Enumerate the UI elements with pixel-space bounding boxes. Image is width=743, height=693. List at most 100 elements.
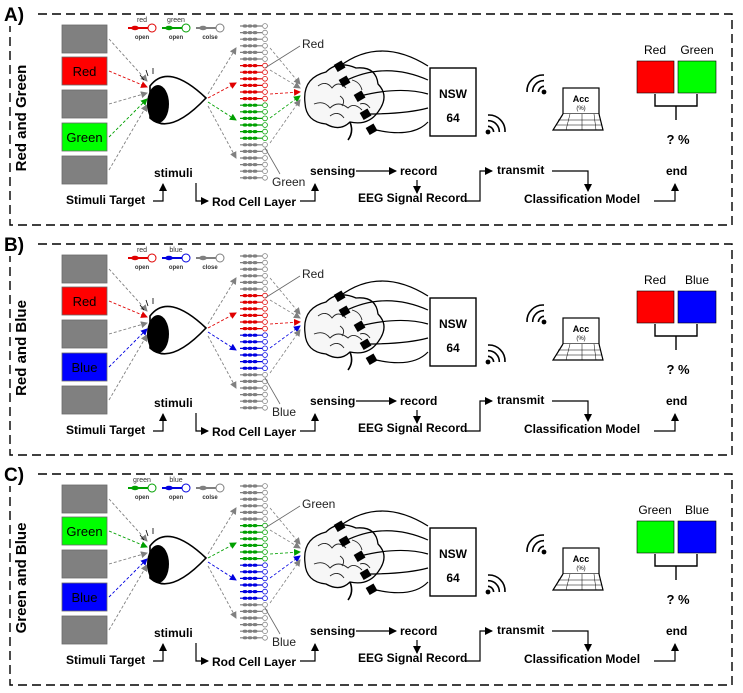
rod-cell (240, 588, 268, 595)
rod-cell (240, 56, 268, 62)
flow-record: record (400, 394, 437, 408)
rod-cell (240, 272, 268, 279)
rod-segment (252, 497, 258, 501)
rod-head (262, 29, 268, 36)
legend-rod-head (147, 483, 157, 493)
rod-head (262, 365, 268, 371)
rod-cell (240, 69, 268, 75)
rod-bottom-label: Green (272, 175, 305, 189)
stimulus-1 (61, 484, 148, 542)
rod-cell (240, 549, 268, 555)
rod-cell (240, 391, 268, 398)
rod-head (262, 95, 268, 102)
eye-to-rod-arrow (207, 335, 237, 389)
rod-cell (240, 575, 268, 582)
result-label-right: Blue (685, 503, 709, 517)
rod-segment (242, 97, 248, 101)
eye-to-rod-arrow (207, 312, 237, 329)
rod-cell (240, 168, 268, 175)
rod-cell (240, 49, 268, 56)
rod-segment (247, 557, 253, 561)
electrode (365, 583, 378, 595)
nsw-box (429, 527, 477, 597)
rod-to-brain-arrow (269, 47, 301, 85)
rod-segment (247, 491, 253, 495)
rod-head (262, 555, 268, 562)
rod-segment (252, 267, 258, 271)
rod-segment (252, 176, 258, 180)
rod-segment (247, 261, 253, 265)
brain-folds (313, 79, 371, 119)
stimulus-label: Red (73, 294, 97, 309)
rod-to-brain-arrow (269, 99, 301, 144)
rod-segment (242, 274, 248, 278)
rod-segment (242, 570, 248, 574)
result-box-right (677, 290, 717, 324)
rod-cell (240, 483, 268, 489)
flow-end: end (666, 624, 687, 638)
brain-outline (304, 294, 385, 359)
rod-to-brain-arrow (269, 329, 301, 374)
rod-head (262, 588, 268, 595)
eye-to-rod-arrow (207, 47, 237, 95)
flow-arrow (153, 643, 167, 662)
brain-stem (347, 351, 353, 371)
rod-head (262, 516, 268, 522)
rod-cell (240, 569, 268, 575)
nsw-label: NSW (439, 317, 468, 331)
flow-arrow (300, 183, 319, 202)
legend-state: open (169, 265, 184, 271)
rod-segment (242, 123, 248, 127)
flow-arrow (552, 170, 592, 192)
eye-to-rod-arrow (207, 101, 237, 121)
rod-segment (242, 616, 248, 620)
rod-segment (242, 307, 248, 311)
eye-to-rod-arrow (207, 105, 237, 159)
rod-cell (240, 279, 268, 286)
rod-segment (252, 366, 258, 370)
flow-arrow (195, 183, 209, 205)
legend-name: red (137, 17, 147, 24)
rod-segment (247, 353, 253, 357)
panel-letter-bg (2, 462, 38, 486)
legend-name: green (167, 17, 185, 24)
panel-frame (9, 243, 733, 456)
legend-state: colse (202, 495, 218, 501)
flow-arrow (552, 630, 592, 652)
rod-segment (242, 130, 248, 134)
stimulus-label: Green (66, 524, 102, 539)
acc-label: Acc (573, 324, 590, 334)
rod-bottom-leader (264, 377, 281, 405)
rod-segment (252, 156, 258, 160)
brain-outline (304, 524, 385, 589)
stimulus-arrow (108, 564, 148, 631)
rod-head (262, 398, 268, 405)
rod-head (262, 109, 268, 115)
electrode-wire (365, 337, 429, 345)
rod-head (262, 372, 268, 378)
rod-segment (252, 313, 258, 317)
rod-segment (247, 583, 253, 587)
rod-cell (240, 325, 268, 332)
rod-cell (240, 562, 268, 568)
rod-segment (242, 31, 248, 35)
rod-segment (242, 116, 248, 120)
rod-to-brain-arrow (269, 88, 301, 96)
legend-name: blue (169, 477, 182, 484)
flow-rod-layer: Rod Cell Layer (212, 425, 296, 439)
flow-transmit: transmit (497, 623, 544, 637)
rod-segment (247, 31, 253, 35)
signal-dot (485, 129, 491, 135)
rod-segment (252, 110, 258, 114)
flow-classification-model: Classification Model (524, 422, 640, 436)
rod-segment (252, 320, 258, 324)
rod-cell (240, 42, 268, 49)
rod-segment (252, 623, 258, 627)
rod-segment (247, 313, 253, 317)
rod-cell-layer (240, 483, 268, 641)
rod-segment (252, 583, 258, 587)
rod-head (262, 529, 268, 535)
electrode (359, 108, 372, 120)
